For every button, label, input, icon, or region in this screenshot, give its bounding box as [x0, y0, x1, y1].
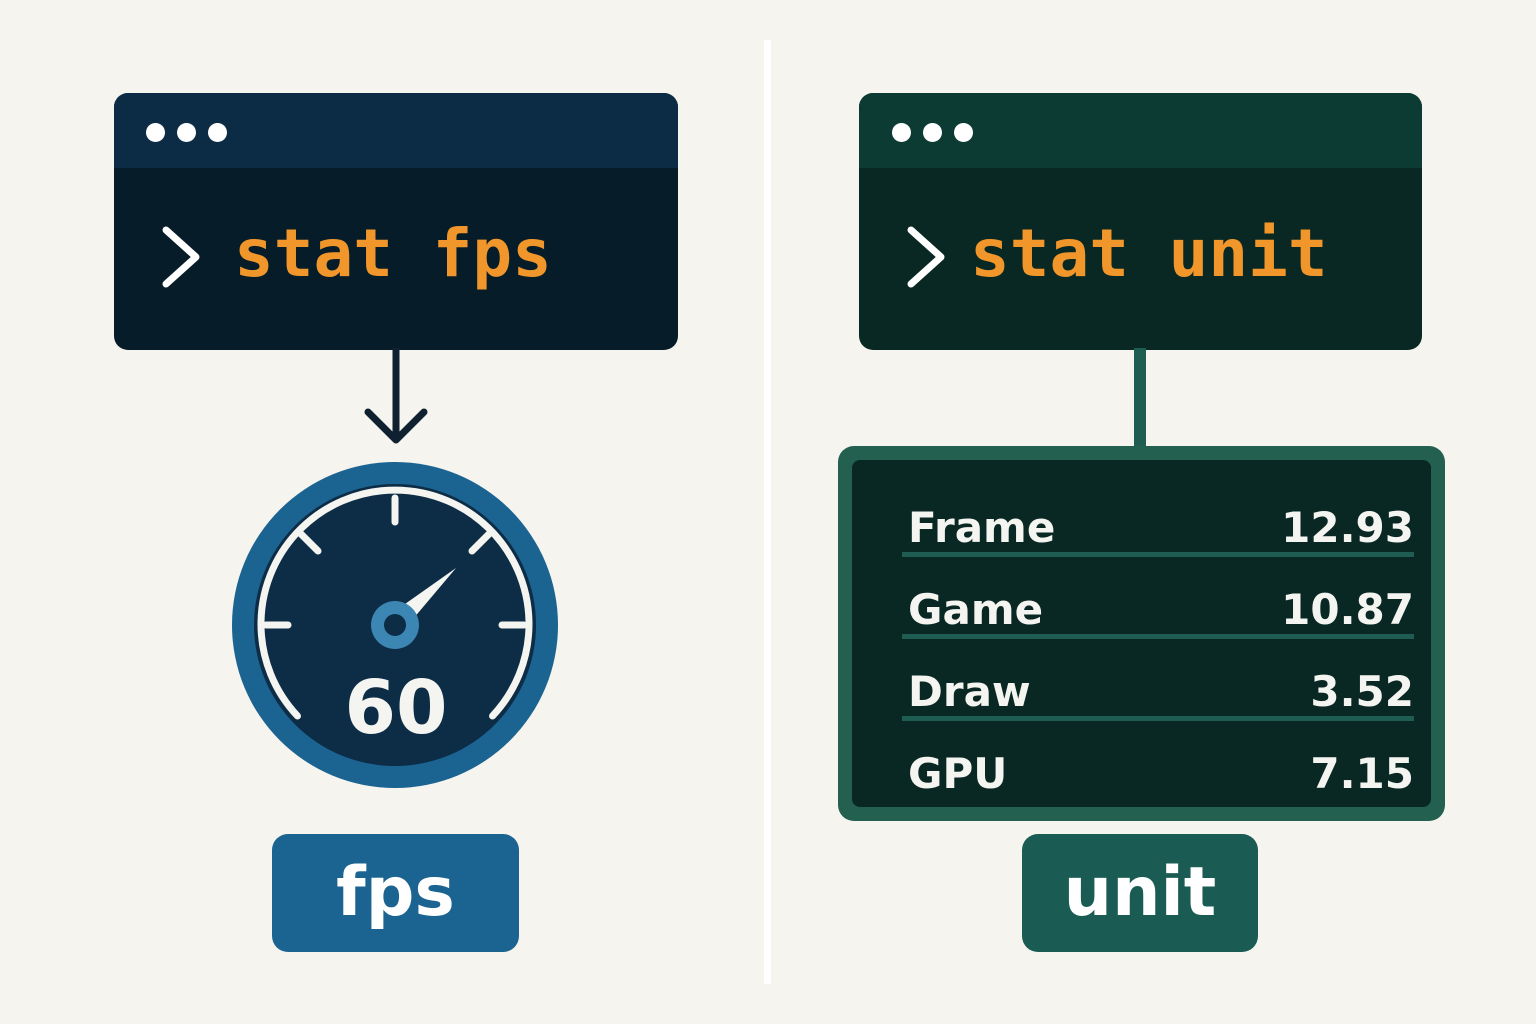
connector-line: [1134, 348, 1146, 448]
console-command: stat unit: [970, 215, 1328, 292]
stat-separator: [902, 716, 1414, 721]
chevron-right-icon: [907, 226, 945, 288]
window-dot-icon: [954, 123, 973, 142]
window-dot-icon: [208, 123, 227, 142]
stat-value: 10.87: [1281, 585, 1414, 634]
stat-value: 7.15: [1310, 749, 1414, 798]
window-dot-icon: [146, 123, 165, 142]
stat-label: Game: [908, 585, 1044, 634]
fps-badge: fps: [272, 834, 519, 952]
stat-separator: [902, 552, 1414, 557]
stat-label: GPU: [908, 749, 1008, 798]
stat-unit-panel-inner: Frame 12.93 Game 10.87 Draw 3.52 GPU 7.1…: [852, 460, 1431, 807]
stat-label: Draw: [908, 667, 1031, 716]
console-titlebar: [859, 93, 1422, 168]
stat-row: Game 10.87: [904, 580, 1414, 640]
console-command: stat fps: [234, 215, 552, 292]
panel-divider: [764, 40, 771, 984]
unit-badge: unit: [1022, 834, 1258, 952]
stat-value: 3.52: [1310, 667, 1414, 716]
window-dot-icon: [923, 123, 942, 142]
stat-unit-panel: Frame 12.93 Game 10.87 Draw 3.52 GPU 7.1…: [838, 446, 1445, 821]
stat-label: Frame: [908, 503, 1056, 552]
window-dot-icon: [177, 123, 196, 142]
stat-row: GPU 7.15: [904, 744, 1414, 804]
console-titlebar: [114, 93, 678, 168]
arrow-down-icon: [364, 348, 428, 444]
stat-fps-console: [114, 93, 678, 350]
window-dot-icon: [892, 123, 911, 142]
speedometer-icon: [232, 462, 558, 788]
stat-row: Draw 3.52: [904, 662, 1414, 722]
chevron-right-icon: [162, 226, 200, 288]
stat-value: 12.93: [1281, 503, 1414, 552]
stat-row: Frame 12.93: [904, 498, 1414, 558]
stat-unit-console: [859, 93, 1422, 350]
gauge-value: 60: [344, 665, 448, 751]
stat-separator: [902, 634, 1414, 639]
